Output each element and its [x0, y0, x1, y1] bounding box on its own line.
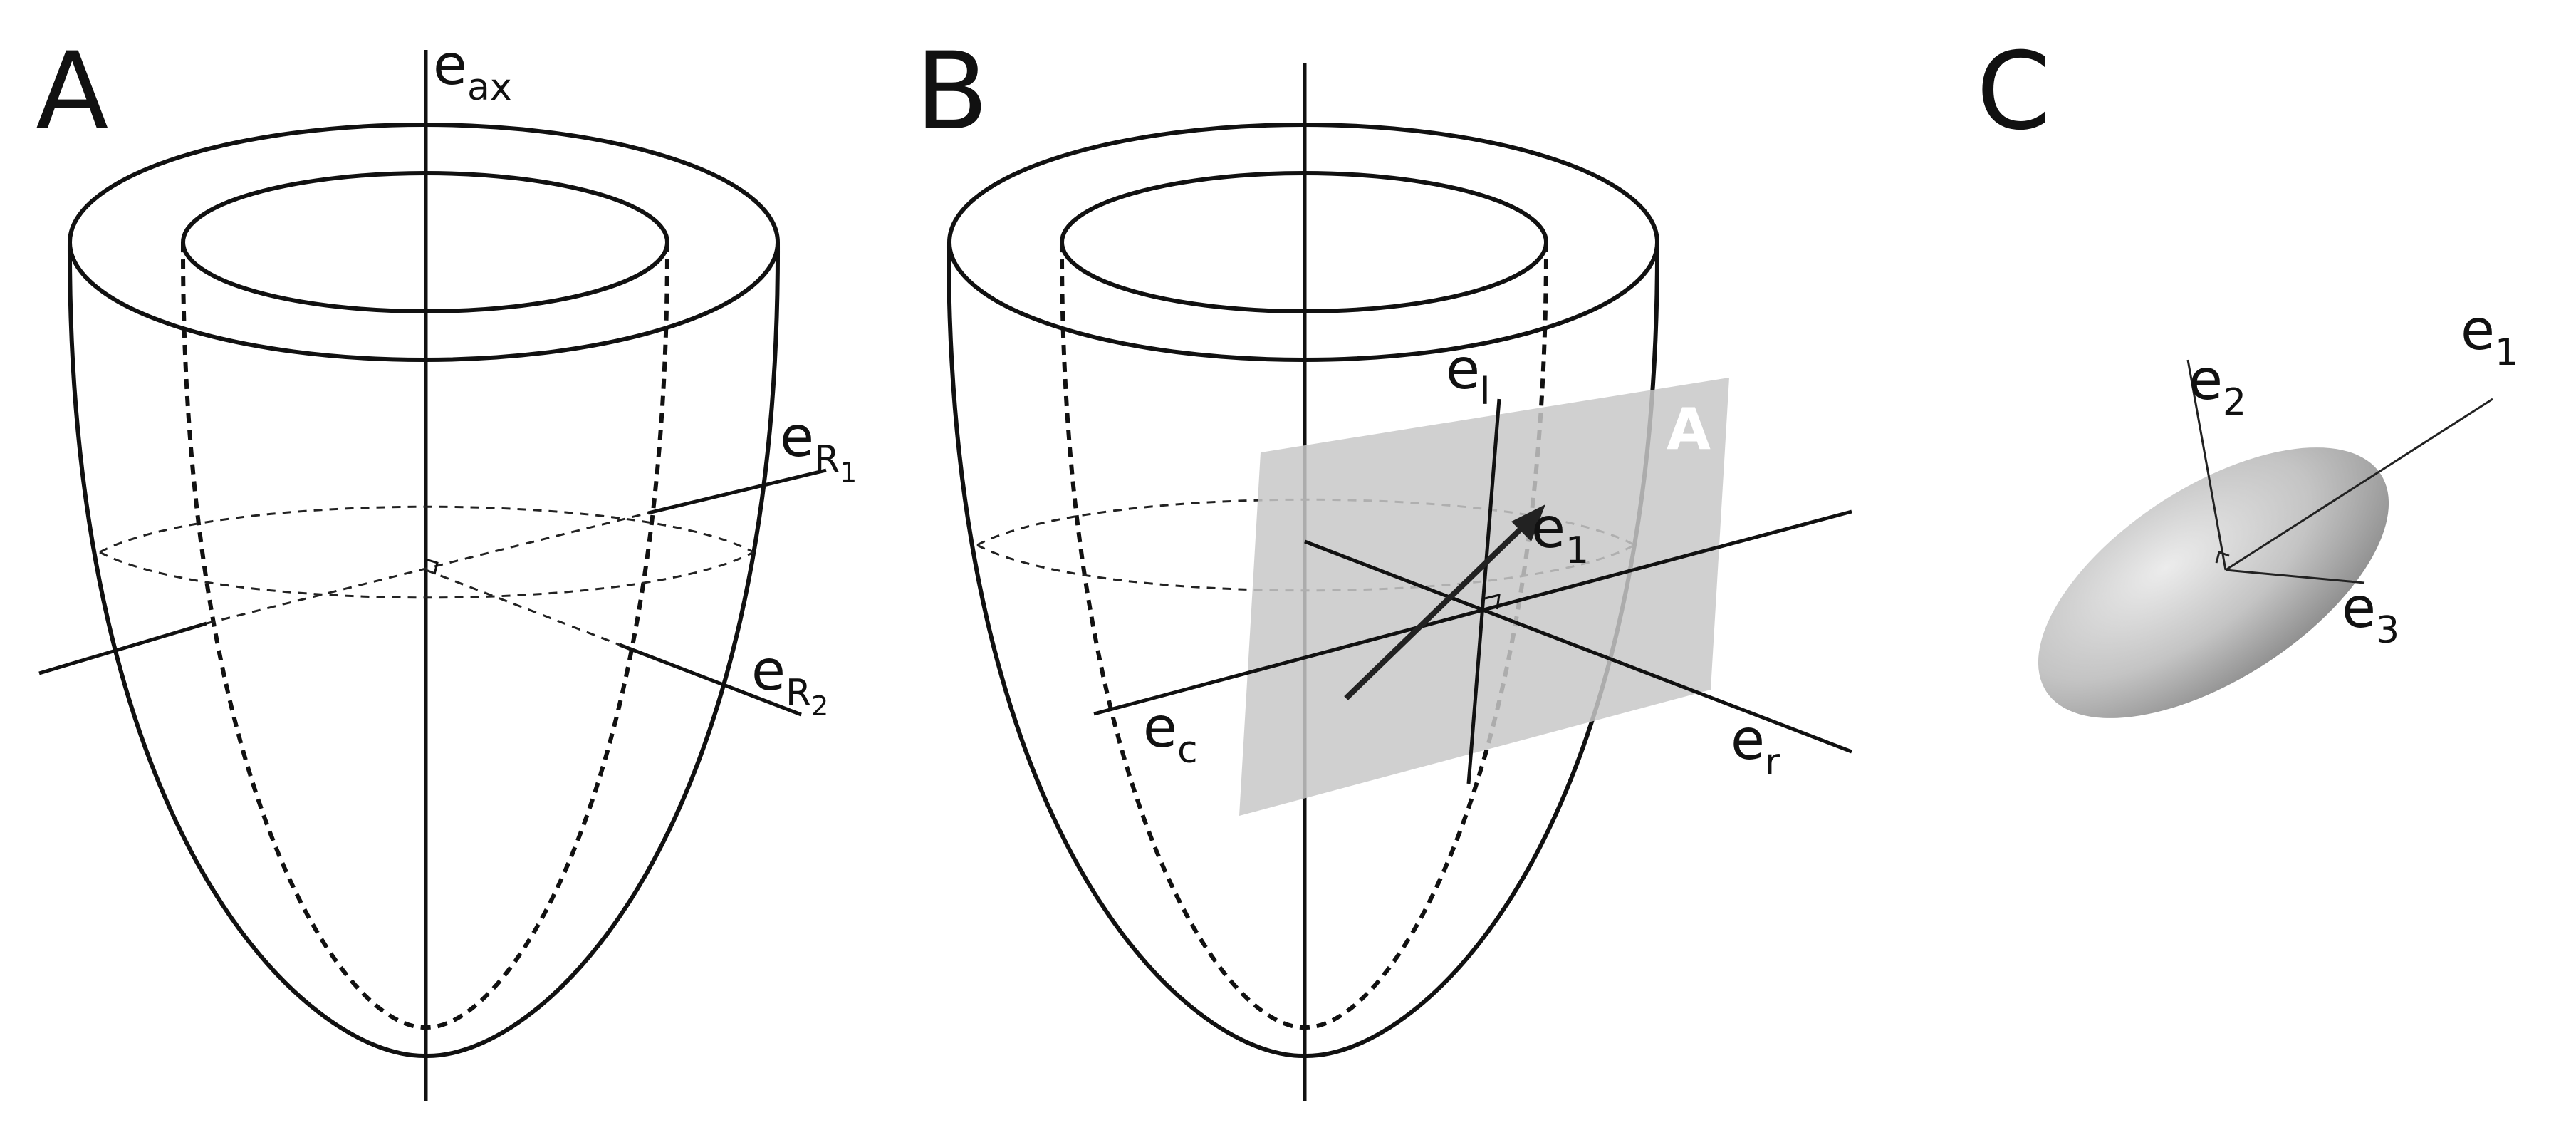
axis-label-c-e1: e1 [2461, 299, 2518, 374]
panel-a-label: A [36, 30, 109, 154]
axis-label-e-ax: eax [433, 33, 512, 109]
right-angle-mark-c [2215, 551, 2230, 564]
axis-label-c-e3: e3 [2342, 576, 2399, 652]
principal-axis-2 [2186, 359, 2227, 571]
longitudinal-axis [1466, 398, 1501, 784]
inner-wall-hidden [180, 242, 670, 1030]
panel-b: B A el e1 ec er [915, 30, 1852, 1101]
panel-c: C e1 e2 e3 [1976, 30, 2518, 718]
circumferential-axis [1093, 509, 1852, 716]
right-angle-mark [425, 558, 439, 575]
axis-label-c-e2: e2 [2189, 348, 2246, 424]
fiber-ellipsoid [2038, 447, 2389, 718]
axis-label-e-c: ec [1143, 696, 1198, 772]
fiber-vector [1344, 518, 1532, 700]
principal-axis-3 [2225, 569, 2365, 584]
radial-axis [1304, 539, 1852, 754]
section-back [99, 505, 754, 554]
axis-label-e-r: er [1731, 708, 1780, 784]
radial-axis-1-back [647, 468, 827, 515]
plane-label: A [1667, 396, 1711, 462]
right-angle-mark-b [1484, 593, 1501, 610]
outer-wall [67, 242, 781, 1059]
radial-axis-1-hidden [206, 512, 649, 625]
radial-axis-1-front [38, 621, 207, 675]
radial-axis-2-front [619, 643, 802, 717]
axis-label-e-r1: eR1 [780, 405, 857, 488]
radial-axis-2-hidden [425, 569, 620, 646]
fiber-vector-arrowhead [1511, 504, 1545, 541]
axis-label-e-r2: eR2 [751, 639, 828, 722]
section-front [99, 551, 754, 599]
panel-a: A eax eR1 eR2 [36, 30, 857, 1101]
axis-label-e-1: e1 [1531, 497, 1589, 572]
axis-label-e-l: el [1446, 338, 1490, 413]
panel-b-label: B [915, 30, 989, 154]
panel-c-label: C [1976, 30, 2051, 154]
outer-rim [68, 123, 780, 362]
principal-axis-1 [2225, 398, 2493, 571]
outer-rim-b [947, 123, 1659, 362]
inner-wall-hidden-b [1059, 242, 1549, 1030]
